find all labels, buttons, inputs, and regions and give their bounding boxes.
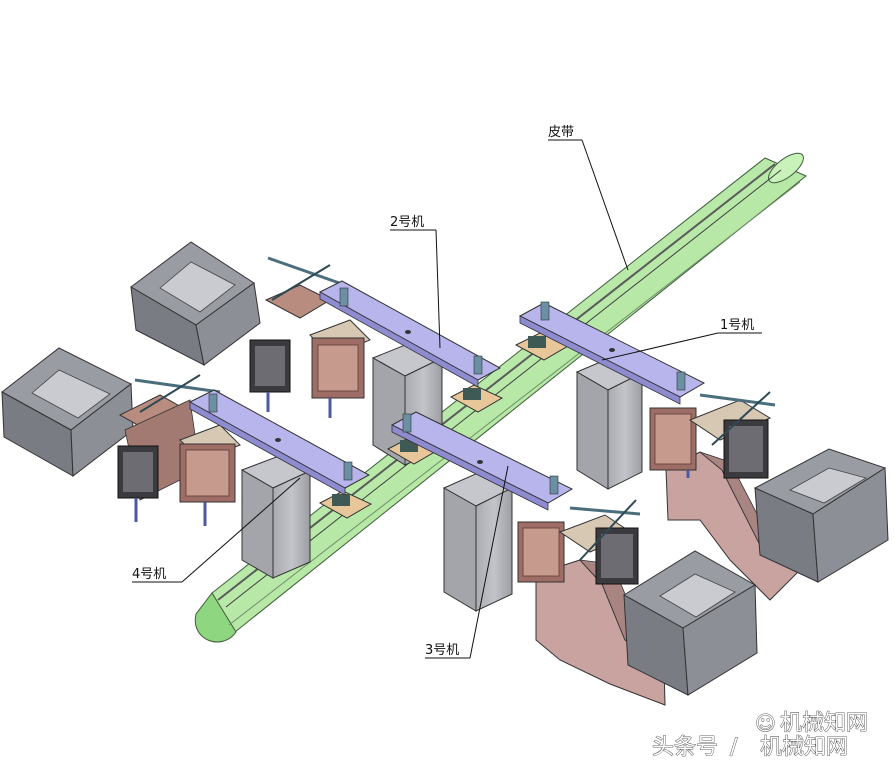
machine-unit-4	[117, 374, 241, 526]
label-machine-3: 3号机	[425, 643, 459, 658]
bin-right-bottom	[623, 550, 758, 696]
machine-unit-3	[517, 499, 641, 585]
watermark-platform-name: 机械知网	[760, 735, 848, 760]
conveyor-belt	[194, 152, 807, 643]
bin-left-bottom	[1, 347, 134, 477]
label-machine-4: 4号机	[132, 567, 166, 582]
label-belt: 皮带	[548, 125, 574, 140]
leader-lines	[132, 139, 762, 659]
machine-unit-1	[649, 391, 776, 479]
arm-3	[390, 411, 574, 511]
watermark-separator: /	[730, 735, 738, 760]
belt-pads	[318, 332, 570, 519]
label-machine-1: 1号机	[720, 318, 754, 333]
machine-unit-2	[249, 256, 371, 418]
pillar-4	[240, 455, 312, 579]
watermark: ☺ 机械知网 头条号 / 机械知网	[652, 711, 869, 761]
watermark-channel: 机械知网	[780, 711, 868, 736]
label-machine-2: 2号机	[390, 215, 424, 230]
bin-left-top	[130, 241, 261, 366]
bin-right-top	[753, 448, 889, 583]
pillar-3	[442, 471, 514, 612]
wechat-icon: ☺	[755, 711, 776, 735]
watermark-platform-prefix: 头条号	[652, 735, 718, 760]
arm-1	[518, 301, 706, 405]
arm-4	[188, 389, 371, 496]
arm-2	[318, 280, 502, 388]
